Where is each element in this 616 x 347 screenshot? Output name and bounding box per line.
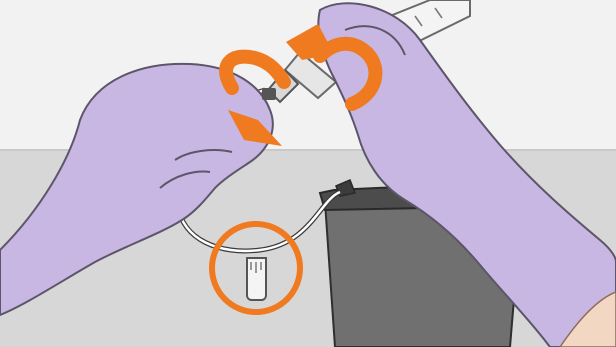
syringe-tip [262,88,276,100]
